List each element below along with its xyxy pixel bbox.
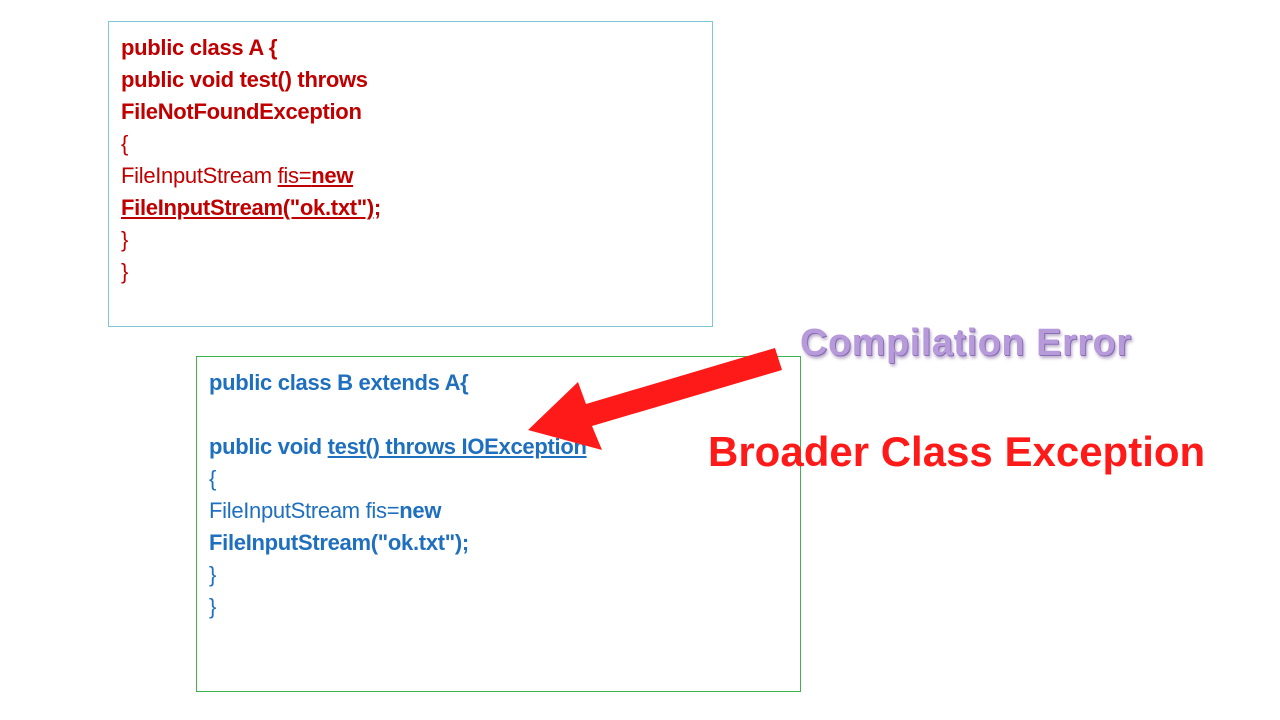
code-token-b4-new: new [399,498,442,523]
code-line-b6: } [209,562,217,587]
code-line-b1: public class B extends A{ [209,370,469,395]
code-line-b2: public void test() throws IOException [209,431,788,463]
code-box-class-a: public class A { public void test() thro… [108,21,713,327]
code-token-b2-sig: public void [209,434,328,459]
code-token-a5-var: fis=new [278,163,354,188]
code-line-a6: FileInputStream("ok.txt"); [121,195,381,220]
code-box-class-b: public class B extends A{ public void te… [196,356,801,692]
code-line-a2: public void test() throws [121,67,368,92]
code-line-a3: FileNotFoundException [121,99,362,124]
code-token-a5-new: new [311,163,354,188]
code-line-b4: FileInputStream fis=new [209,495,788,527]
compilation-error-label: Compilation Error [800,322,1132,364]
code-line-a1: public class A { [121,35,278,60]
code-token-a5-type: FileInputStream [121,163,278,188]
code-line-a4: { [121,131,129,156]
code-line-a7: } [121,227,129,252]
code-line-b3: { [209,466,217,491]
code-token-b4-decl: FileInputStream fis= [209,498,400,523]
arrow-shape [528,348,782,450]
code-token-a5-fis: fis= [277,163,312,188]
code-line-b5: FileInputStream("ok.txt"); [209,530,469,555]
broader-class-exception-label: Broader Class Exception [708,428,1206,475]
red-arrow-icon [528,348,782,450]
code-line-a5: FileInputStream fis=new [121,160,700,192]
code-line-b7: } [209,594,217,619]
code-line-a8: } [121,259,129,284]
